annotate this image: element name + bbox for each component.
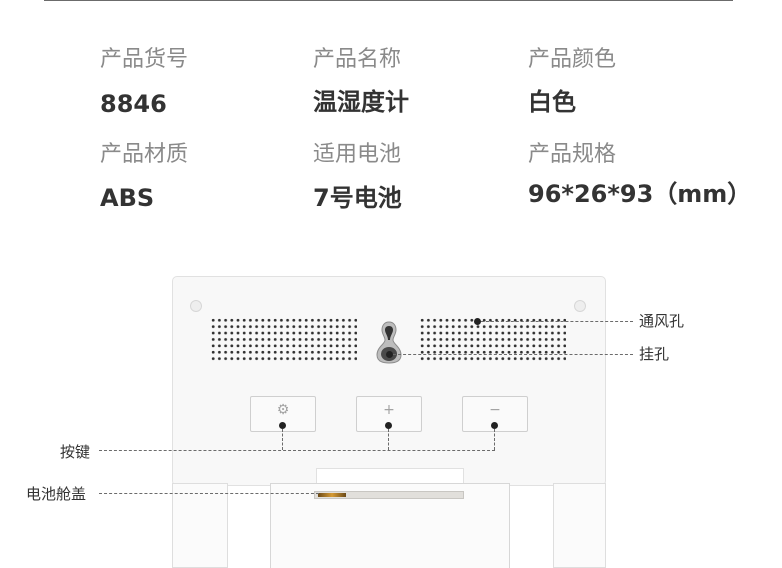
keyhole-icon [376,321,402,364]
spec-value-dimensions: 96*26*93（mm） [528,180,752,208]
top-divider [44,0,733,1]
spec-value-product-name: 温湿度计 [313,88,409,116]
battery-cover-tab [316,468,464,484]
minus-icon: − [489,402,501,418]
settings-key[interactable]: ⚙ [250,396,316,432]
buttons-leader-line [99,450,495,451]
spec-label-item-number: 产品货号 [100,47,189,72]
screw-right [574,300,586,312]
spec-value-color: 白色 [528,88,576,116]
spec-value-battery: 7号电池 [313,184,402,212]
minus-key-leader [494,429,495,450]
spec-value-item-number: 8846 [100,90,167,118]
buttons-callout-label: 按键 [60,443,91,461]
stand-right [553,483,606,568]
settings-key-leader [282,429,283,450]
screw-left [190,300,202,312]
settings-key-marker [279,422,286,429]
battery-cover-slot [314,491,464,499]
spec-value-material: ABS [100,184,155,212]
stand-left [172,483,228,568]
plus-key-marker [385,422,392,429]
gear-icon: ⚙ [276,402,290,418]
spec-label-dimensions: 产品规格 [528,142,617,167]
vent-callout-label: 通风孔 [639,312,685,330]
spec-label-color: 产品颜色 [528,47,617,72]
minus-key-marker [491,422,498,429]
hang-hole-callout-label: 挂孔 [639,345,670,363]
battery-cover-grip [318,493,346,497]
vent-leader-line [481,321,633,322]
vent-grille-left [211,318,357,362]
device-back-panel [172,276,606,486]
spec-label-material: 产品材质 [100,142,189,167]
spec-label-battery: 适用电池 [313,142,402,167]
battery-cover-leader-line [99,493,319,494]
plus-key-leader [388,429,389,450]
vent-grille-right [420,318,566,362]
spec-label-product-name: 产品名称 [313,47,402,72]
vent-marker [474,318,481,325]
battery-cover-callout-label: 电池舱盖 [26,485,87,503]
plus-icon: + [383,402,395,418]
hang-hole-marker [386,351,393,358]
hang-hole-leader-line [393,354,633,355]
